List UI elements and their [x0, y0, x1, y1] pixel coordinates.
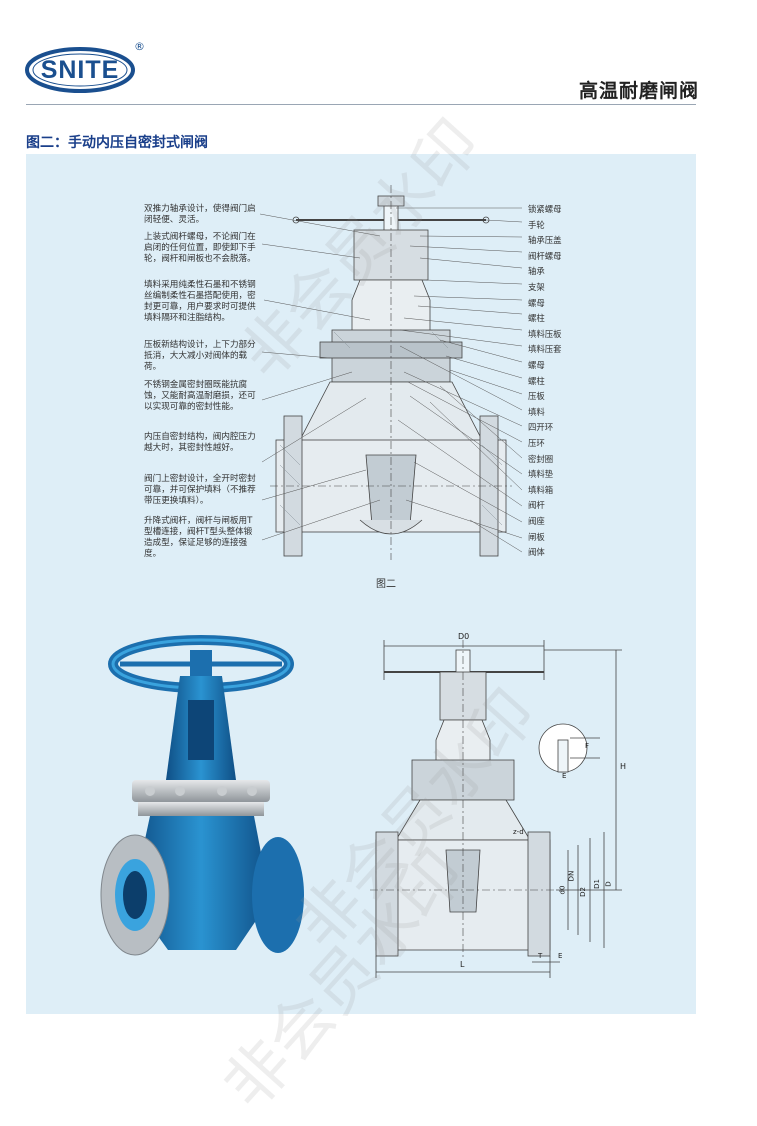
valve-photo — [100, 635, 304, 956]
brand-text: SNITE — [40, 55, 120, 84]
part-label: 填料压套 — [528, 344, 562, 355]
part-label: 阀杆 — [528, 500, 545, 511]
part-label: 压环 — [528, 438, 545, 448]
dim-dn: d0 — [558, 885, 567, 895]
part-label: 轴承压盖 — [528, 235, 562, 246]
dim-d2: D2 — [578, 887, 587, 897]
snite-logo — [25, 47, 135, 93]
dim-e: E — [558, 952, 563, 960]
page-title: 高温耐磨闸阀 — [578, 80, 699, 102]
dim-d0: D0 — [458, 632, 470, 641]
note-stem-nut: 上装式阀杆螺母，不论阀门在启闭的任何位置，即使卸下手轮，阀杆和闸板也不会脱落。 — [144, 232, 256, 264]
dim-l: L — [460, 960, 465, 969]
part-label: 螺母 — [528, 360, 545, 370]
part-label: 密封圈 — [528, 453, 554, 464]
note-packing: 填料采用纯柔性石墨和不锈钢丝编制柔性石墨搭配使用，密封更可靠，用户要求时可提供填… — [144, 280, 256, 323]
part-label: 手轮 — [528, 219, 545, 230]
valve-section-drawing — [259, 185, 523, 560]
part-label: 阀体 — [528, 547, 545, 558]
part-label: 螺母 — [528, 297, 545, 308]
header-divider — [26, 104, 696, 105]
note-thrust-bearing: 双推力轴承设计，使得阀门启闭轻便、灵活。 — [144, 204, 256, 225]
dim-t: T — [538, 952, 543, 960]
part-label: 压板 — [528, 391, 545, 402]
note-rising-stem: 升降式阀杆，阀杆与闸板用T型槽连接，阀杆T型头整体锻造成型，保证足够的连接强度。 — [144, 516, 253, 559]
dim-zd: z-d — [513, 828, 524, 836]
note-back-seat: 阀门上密封设计，全开时密封可靠，并可保护填料（不推荐带压更换填料）。 — [144, 474, 256, 506]
dim-f: F — [585, 742, 590, 750]
valve-dimension-drawing — [370, 640, 622, 978]
logo-wordmark: SNITE — [26, 48, 134, 92]
note-gland-plate: 压板新结构设计，上下力部分抵消，大大减小对阀体的载荷。 — [144, 340, 256, 372]
part-label: 螺柱 — [528, 375, 545, 386]
note-pressure-seal: 内压自密封结构，阀内腔压力越大时，其密封性越好。 — [144, 432, 256, 453]
part-label: 填料垫 — [528, 469, 554, 480]
registered-mark: ® — [134, 40, 145, 53]
figure-caption: 图二 — [376, 579, 396, 590]
part-label: 锁紧螺母 — [528, 204, 562, 214]
part-label: 闸板 — [528, 531, 545, 542]
dim-e-detail: E — [562, 772, 567, 780]
part-label: 阀座 — [528, 516, 545, 526]
note-seal-ring: 不锈钢金属密封圈既能抗腐蚀，又能耐高温耐磨损，还可以实现可靠的密封性能。 — [144, 380, 256, 412]
part-label: 螺柱 — [528, 313, 545, 324]
part-label: 填料箱 — [528, 484, 554, 495]
dim-d1: D1 — [592, 879, 601, 889]
dim-h: H — [620, 762, 627, 771]
part-label: 填料 — [528, 406, 545, 417]
part-label: 阀杆螺母 — [528, 250, 562, 261]
dim-d: D — [604, 881, 613, 887]
dim-dd: DN — [567, 870, 576, 882]
part-label: 填料压板 — [528, 328, 562, 339]
part-label: 四开环 — [528, 422, 554, 433]
part-label: 支架 — [528, 282, 545, 292]
part-label: 轴承 — [528, 266, 545, 277]
figure-title: 图二：手动内压自密封式闸阀 — [26, 135, 208, 151]
